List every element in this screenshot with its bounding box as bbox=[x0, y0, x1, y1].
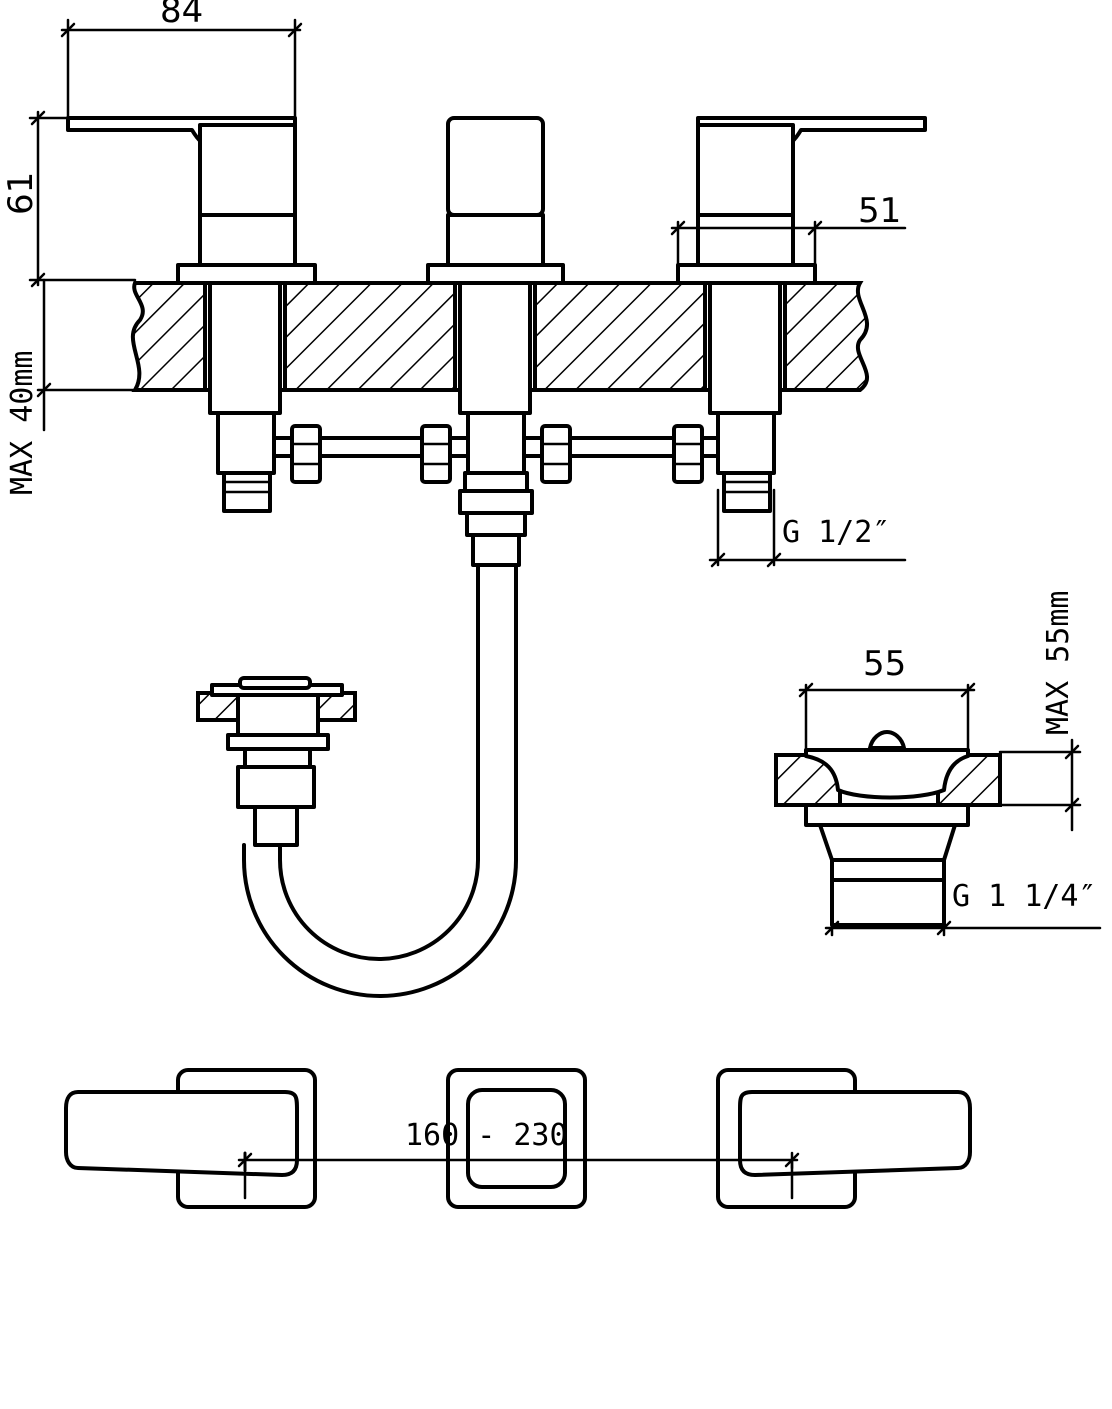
dim-inlet-thread: G 1/2″ bbox=[782, 515, 890, 550]
popup-waste bbox=[196, 676, 357, 847]
left-tap bbox=[66, 116, 317, 513]
dim-handle-width: 84 bbox=[160, 0, 203, 31]
dim-flange-width: 51 bbox=[858, 191, 901, 231]
top-view bbox=[64, 1068, 972, 1209]
dim-deck-thickness: MAX 40mm bbox=[5, 351, 40, 496]
dim-waste-width: 55 bbox=[863, 644, 906, 684]
dimension-lines bbox=[28, 18, 1102, 1172]
dim-tap-height: 61 bbox=[1, 172, 41, 215]
connecting-pipes bbox=[272, 424, 720, 484]
dimension-labels: 84 61 MAX 40mm 51 G 1/2″ 55 MAX 55mm G 1… bbox=[1, 0, 1097, 1153]
dim-centres: 160 - 230 bbox=[405, 1118, 568, 1153]
dim-waste-thread: G 1 1/4″ bbox=[952, 879, 1097, 914]
flexible-hose bbox=[242, 533, 521, 998]
right-tap bbox=[676, 116, 927, 513]
dim-waste-deck-thickness: MAX 55mm bbox=[1041, 591, 1076, 736]
centre-spout bbox=[426, 116, 565, 537]
basin-waste bbox=[774, 730, 1002, 927]
